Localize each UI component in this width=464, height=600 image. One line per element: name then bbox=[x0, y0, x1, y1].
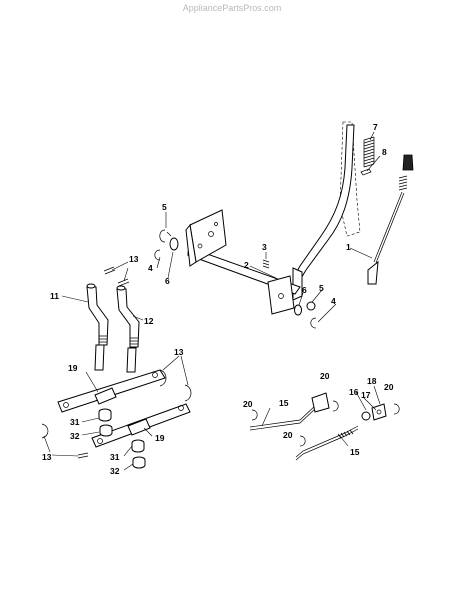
deck-hanger-upper bbox=[57, 369, 166, 413]
callout-12: 12 bbox=[144, 316, 154, 326]
bushing-nut-upper bbox=[98, 408, 113, 437]
callout-20-upper: 20 bbox=[320, 371, 330, 381]
spring-clip bbox=[360, 168, 372, 176]
callout-2: 2 bbox=[244, 260, 249, 270]
callout-19-lower: 19 bbox=[155, 433, 165, 443]
watermark: AppliancePartsPros.com bbox=[182, 3, 282, 13]
callout-3: 3 bbox=[262, 242, 267, 252]
callout-7: 7 bbox=[373, 122, 378, 132]
mounting-bracket bbox=[185, 209, 227, 267]
callout-32-lower: 32 bbox=[110, 466, 120, 476]
leader-lines bbox=[43, 131, 381, 471]
callout-17: 17 bbox=[361, 390, 371, 400]
callout-13-bottom: 13 bbox=[42, 452, 52, 462]
callout-16: 16 bbox=[349, 387, 359, 397]
callout-20-left: 20 bbox=[243, 399, 253, 409]
callout-15-lower: 15 bbox=[350, 447, 360, 457]
callout-20-right: 20 bbox=[384, 382, 394, 392]
linkage-rod-lower bbox=[295, 425, 359, 461]
lever-pivot-bracket bbox=[267, 275, 295, 315]
lift-link-11 bbox=[86, 283, 109, 346]
deck-hanger-lower bbox=[91, 403, 191, 448]
callout-19-upper: 19 bbox=[68, 363, 78, 373]
callout-6-right: 6 bbox=[302, 285, 307, 295]
lift-lever bbox=[292, 124, 355, 301]
spring bbox=[363, 136, 375, 168]
callout-5-right: 5 bbox=[319, 283, 324, 293]
callout-18: 18 bbox=[367, 376, 377, 386]
callout-6-left: 6 bbox=[165, 276, 170, 286]
lift-rod bbox=[367, 154, 414, 285]
callout-31-lower: 31 bbox=[110, 452, 120, 462]
lift-link-12 bbox=[116, 285, 140, 348]
callout-8: 8 bbox=[382, 147, 387, 157]
callout-31-upper: 31 bbox=[70, 417, 80, 427]
hanger-link-a bbox=[94, 344, 137, 373]
hairpin-clips bbox=[41, 369, 192, 459]
callout-4-left: 4 bbox=[148, 263, 153, 273]
callout-15-upper: 15 bbox=[279, 398, 289, 408]
callout-32-upper: 32 bbox=[70, 431, 80, 441]
linkage-rod-upper bbox=[249, 392, 330, 431]
shaft-hardware-right bbox=[294, 301, 317, 329]
callout-13-right: 13 bbox=[174, 347, 184, 357]
bushing-nut-lower bbox=[131, 439, 146, 469]
bracket-hardware-left bbox=[154, 229, 179, 261]
callout-11: 11 bbox=[50, 291, 59, 301]
callout-1: 1 bbox=[346, 242, 351, 252]
callout-labels: 1 2 3 4 4 5 5 6 6 7 8 11 12 13 13 13 15 … bbox=[42, 122, 394, 476]
callout-20-lower: 20 bbox=[283, 430, 293, 440]
callout-13-top: 13 bbox=[129, 254, 139, 264]
callout-4-right: 4 bbox=[331, 296, 336, 306]
linkage-hardware bbox=[251, 400, 400, 447]
callout-5-left: 5 bbox=[162, 202, 167, 212]
cotter-pins-top bbox=[103, 266, 130, 287]
pin bbox=[262, 259, 270, 269]
